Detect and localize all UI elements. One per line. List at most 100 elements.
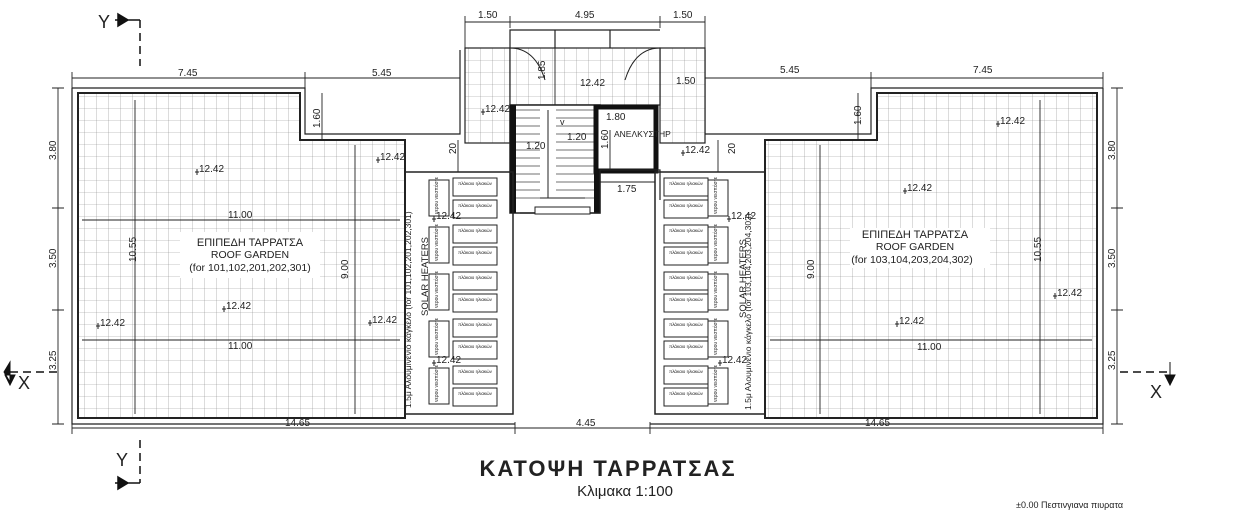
right-terrace-name-en: ROOF GARDEN [876,241,954,253]
solar-panel [452,271,498,291]
solar-panel-label: πλάκαιο ηλιακών [458,368,493,374]
right-terrace-name-gr: ΕΠΙΠΕΔΗ ΤΑΡΡΑΤΣΑ [862,229,969,241]
svg-text:1.60: 1.60 [853,105,864,125]
water-tank-label: νερου νεισπόστε [433,223,440,261]
water-tank-label: νερου νεισπόστε [712,223,719,261]
right-roof-garden: ΕΠΙΠΕΔΗ ΤΑΡΡΑΤΣΑ ROOF GARDEN (for 103,10… [650,50,1104,425]
water-tank [707,320,729,358]
left-terrace-parapet [72,50,461,135]
svg-text:12.42: 12.42 [436,211,461,222]
solar-panel-label: πλάκαιο ηλιακών [669,180,704,186]
svg-text:Y: Y [116,450,128,470]
solar-panel [452,340,498,360]
level-mark-stair: 12.42 [580,78,605,89]
solar-panel [663,246,709,266]
solar-panel [452,318,498,338]
stair-arrow-up: v [560,117,565,127]
solar-panel [452,365,498,385]
drawing-title: ΚΑΤΟΨΗ ΤΑΡΡΑΤΣΑΣ [479,456,736,481]
svg-text:12.42: 12.42 [226,301,251,312]
level-marks: 12.42 12.42 12.42 12.42 12.42 12.42 12.4… [96,104,1082,366]
left-terrace-units: (for 101,102,201,202,301) [189,262,310,274]
right-terrace-label-box [850,228,990,268]
solar-panel [663,199,709,219]
svg-text:3.50: 3.50 [48,248,59,268]
svg-text:12.42: 12.42 [899,316,924,327]
solar-left-label: SOLAR HEATERS [420,237,431,316]
svg-text:3.25: 3.25 [1107,350,1118,370]
water-tank [428,226,450,264]
left-terrace-label-box [180,232,320,278]
water-tank [707,273,729,311]
svg-text:12.42: 12.42 [722,355,747,366]
svg-text:4.95: 4.95 [575,10,595,21]
right-terrace-units: (for 103,104,203,204,302) [851,254,972,266]
solar-panel [663,365,709,385]
svg-text:4.45: 4.45 [576,418,596,429]
left-terrace-name-en: ROOF GARDEN [211,249,289,261]
svg-text:Y: Y [98,12,110,32]
solar-panel-label: πλάκαιο ηλιακών [669,368,704,374]
solar-panel [452,224,498,244]
solar-right-note: 1.5μ Αλουμινένιο κάγκελο (for 103,104,20… [743,213,753,410]
svg-text:12.42: 12.42 [199,164,224,175]
solar-panel-label: πλάκαιο ηλιακών [458,227,493,233]
svg-text:12.42: 12.42 [1057,288,1082,299]
svg-text:14.65: 14.65 [865,418,890,429]
solar-panel [452,246,498,266]
solar-panel-label: πλάκαιο ηλιακών [669,274,704,280]
solar-panel-label: πλάκαιο ηλιακών [458,180,493,186]
water-tank [428,179,450,217]
svg-text:12.42: 12.42 [731,211,756,222]
dim-175: 1.75 [617,184,637,195]
solar-panel-label: πλάκαιο ηλιακών [669,202,704,208]
svg-text:X: X [1150,382,1162,402]
solar-panel-label: πλάκαιο ηλιακών [669,227,704,233]
water-tank-label: νερου νεισπόστε [712,176,719,214]
svg-text:5.45: 5.45 [372,68,392,79]
solar-strip-right: πλάκαιο ηλιακών πλάκαιο ηλιακών νερου νεισ… [654,171,766,415]
svg-text:X: X [18,373,30,393]
solar-panel [663,224,709,244]
svg-text:3.50: 3.50 [1107,248,1118,268]
stair-roof-outline [509,29,660,48]
svg-text:10.55: 10.55 [128,237,139,262]
water-tank [428,273,450,311]
svg-text:3.25: 3.25 [48,350,59,370]
solar-panel [663,387,709,407]
solar-panel [452,387,498,407]
svg-text:7.45: 7.45 [178,68,198,79]
solar-left-note: 1.5μ Αλουμινένιο κάγκελο (for 101,102,20… [403,211,413,408]
svg-text:3.80: 3.80 [1107,140,1118,160]
solar-panel-label: πλάκαιο ηλιακών [669,321,704,327]
dim-120-b: 1.20 [567,132,587,143]
solar-strip-left: πλάκαιο ηλιακών πλάκαιο ηλιακών νερου νεισ… [403,171,514,415]
footnote: ±0.00 Πεστινγιανα πιυρατα [1016,500,1123,510]
solar-panel [663,271,709,291]
svg-text:5.45: 5.45 [780,65,800,76]
solar-panel-label: πλάκαιο ηλιακών [458,390,493,396]
water-tank [428,320,450,358]
water-tank-label: νερου νεισπόστε [712,317,719,355]
right-landing-tiles [659,47,706,144]
water-tank [707,367,729,405]
solar-panel [452,177,498,197]
section-marker-x-left: X [3,360,60,393]
svg-text:12.42: 12.42 [380,152,405,163]
water-tank-label: νερου νεισπόστε [712,270,719,308]
svg-text:12.42: 12.42 [436,355,461,366]
elevator-shaft: 1.80 ΑΝΕΛΚΥΣΤΗΡ [593,104,671,174]
solar-panel-label: πλάκαιο ηλιακών [458,274,493,280]
water-tank-label: νερου νεισπόστε [433,176,440,214]
svg-text:10.55: 10.55 [1033,237,1044,262]
svg-text:1.50: 1.50 [478,10,498,21]
solar-panel [663,318,709,338]
water-tank-label: νερου νεισπόστε [712,364,719,402]
svg-text:3.80: 3.80 [48,140,59,160]
section-marker-x-right: X [1120,362,1176,402]
solar-panel-label: πλάκαιο ηλιακών [458,202,493,208]
left-roof-garden: ΕΠΙΠΕΔΗ ΤΑΡΡΑΤΣΑ ROOF GARDEN (for 101,10… [71,50,515,425]
water-tank [707,179,729,217]
solar-panel [663,293,709,313]
